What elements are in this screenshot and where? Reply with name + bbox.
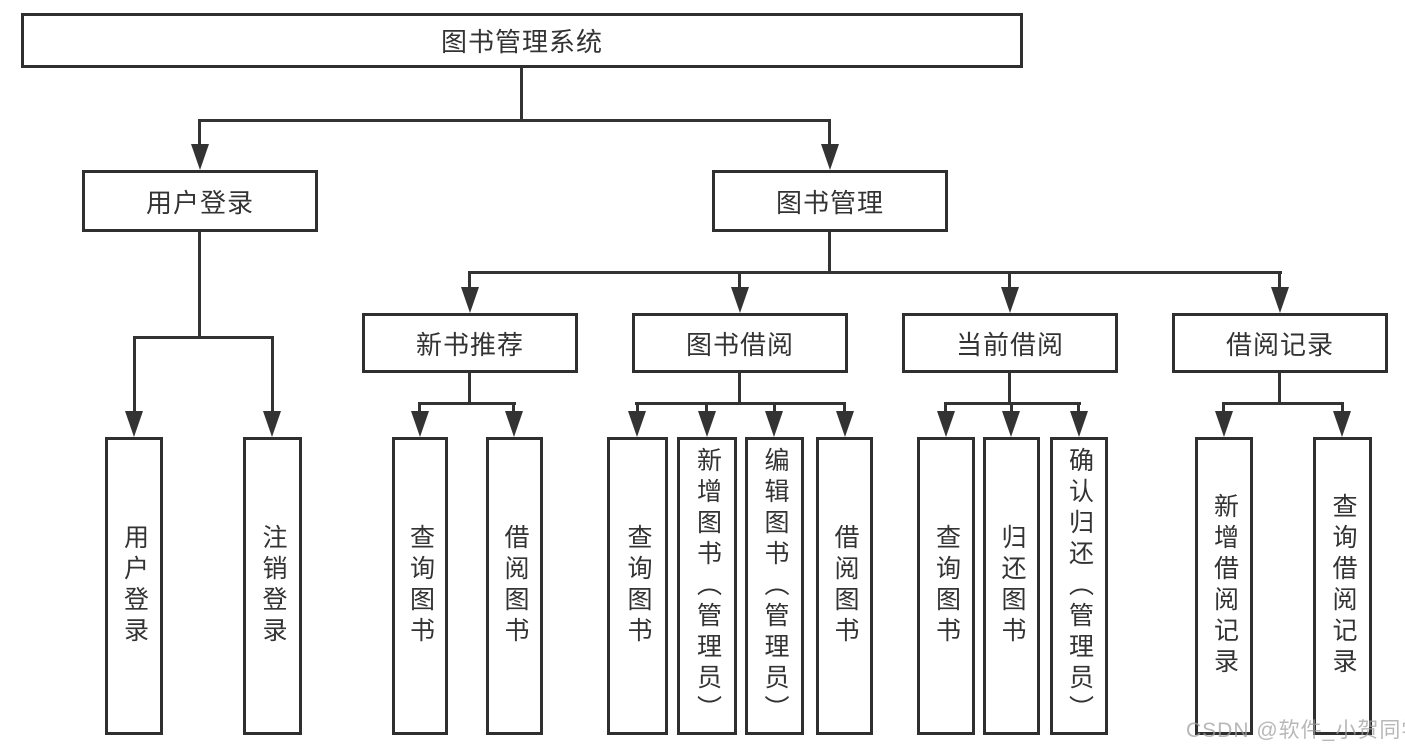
connector-line [133, 339, 136, 411]
node-user-login: 用户登录 [82, 170, 318, 232]
connector-line [1278, 373, 1281, 405]
arrow-down-icon [1333, 411, 1351, 437]
arrow-down-icon [411, 411, 429, 437]
arrow-down-icon [1215, 411, 1233, 437]
leaf-logout: 注销登录 [243, 437, 302, 735]
connector-line [198, 119, 201, 144]
node-label: 图书借阅 [685, 329, 794, 360]
connector-line [944, 405, 947, 411]
node-label: 借阅记录 [1225, 329, 1334, 360]
connector-line [468, 373, 471, 405]
node-label: 编辑图书（管理员） [761, 446, 789, 726]
arrow-down-icon [765, 411, 783, 437]
leaf-add-borrow-record: 新增借阅记录 [1195, 437, 1253, 735]
leaf-query-book-borrow: 查询图书 [607, 437, 668, 735]
leaf-return-book: 归还图书 [983, 437, 1040, 735]
leaf-borrow-book: 借阅图书 [816, 437, 873, 735]
node-label: 新增图书（管理员） [693, 446, 722, 726]
connector-line [1222, 405, 1225, 411]
node-label: 当前借阅 [955, 329, 1064, 360]
connector-line [512, 405, 515, 411]
connector-line [828, 119, 831, 144]
node-label: 查询借阅记录 [1329, 493, 1357, 679]
leaf-confirm-return-admin: 确认归还（管理员） [1050, 437, 1108, 735]
connector-line [468, 274, 471, 287]
node-label: 借阅图书 [831, 524, 859, 648]
leaf-edit-book-admin: 编辑图书（管理员） [745, 437, 804, 735]
leaf-query-borrow-record: 查询借阅记录 [1313, 437, 1372, 735]
node-label: 借阅图书 [501, 524, 529, 648]
connector-line [198, 232, 201, 339]
node-new-book-recommend: 新书推荐 [362, 313, 578, 373]
node-root-library-system: 图书管理系统 [21, 13, 1023, 68]
leaf-borrow-book-recommend: 借阅图书 [486, 437, 543, 735]
connector-line [1341, 405, 1344, 411]
connector-line [636, 405, 639, 411]
node-current-borrow: 当前借阅 [902, 313, 1118, 373]
connector-line [738, 274, 741, 287]
node-book-management: 图书管理 [712, 170, 948, 232]
node-label: 注销登录 [259, 524, 287, 648]
connector-line [944, 402, 1081, 405]
node-label: 新增借阅记录 [1210, 493, 1239, 679]
node-label: 查询图书 [932, 524, 961, 648]
connector-line [198, 119, 831, 122]
connector-line [828, 232, 831, 274]
arrow-down-icon [836, 411, 854, 437]
node-label: 用户登录 [145, 187, 254, 218]
connector-line [133, 336, 274, 339]
arrow-down-icon [505, 411, 523, 437]
connector-line [1008, 274, 1011, 287]
arrow-down-icon [1271, 287, 1289, 313]
leaf-query-book-current: 查询图书 [917, 437, 975, 735]
connector-line [1222, 402, 1344, 405]
arrow-down-icon [461, 287, 479, 313]
arrow-down-icon [821, 144, 839, 170]
node-label: 确认归还（管理员） [1065, 446, 1094, 726]
arrow-down-icon [628, 411, 646, 437]
arrow-down-icon [125, 411, 143, 437]
arrow-down-icon [731, 287, 749, 313]
connector-line [1077, 405, 1080, 411]
node-label: 查询图书 [406, 524, 435, 648]
connector-line [271, 339, 274, 411]
leaf-query-book-recommend: 查询图书 [392, 437, 448, 735]
connector-line [705, 405, 708, 411]
node-label: 新书推荐 [415, 329, 524, 360]
connector-line [1008, 373, 1011, 405]
leaf-user-login: 用户登录 [105, 437, 163, 735]
connector-line [843, 405, 846, 411]
arrow-down-icon [1002, 411, 1020, 437]
node-borrow-records: 借阅记录 [1172, 313, 1388, 373]
connector-line [520, 68, 523, 122]
node-book-borrow: 图书借阅 [632, 313, 848, 373]
connector-line [635, 402, 846, 405]
connector-line [1278, 274, 1281, 287]
node-label: 图书管理系统 [440, 27, 603, 57]
connector-line [773, 405, 776, 411]
connector-line [1010, 405, 1013, 411]
node-label: 查询图书 [624, 524, 652, 648]
connector-line [738, 373, 741, 405]
node-label: 图书管理 [775, 187, 884, 218]
arrow-down-icon [191, 144, 209, 170]
arrow-down-icon [263, 411, 281, 437]
node-label: 归还图书 [998, 524, 1026, 648]
connector-line [418, 402, 516, 405]
connector-line [468, 271, 1282, 274]
csdn-watermark: CSDN @软件_小贺同学 [1186, 719, 1405, 742]
connector-line [418, 405, 421, 411]
arrow-down-icon [937, 411, 955, 437]
arrow-down-icon [698, 411, 716, 437]
arrow-down-icon [1070, 411, 1088, 437]
node-label: 用户登录 [120, 524, 149, 648]
arrow-down-icon [1001, 287, 1019, 313]
leaf-add-book-admin: 新增图书（管理员） [677, 437, 737, 735]
